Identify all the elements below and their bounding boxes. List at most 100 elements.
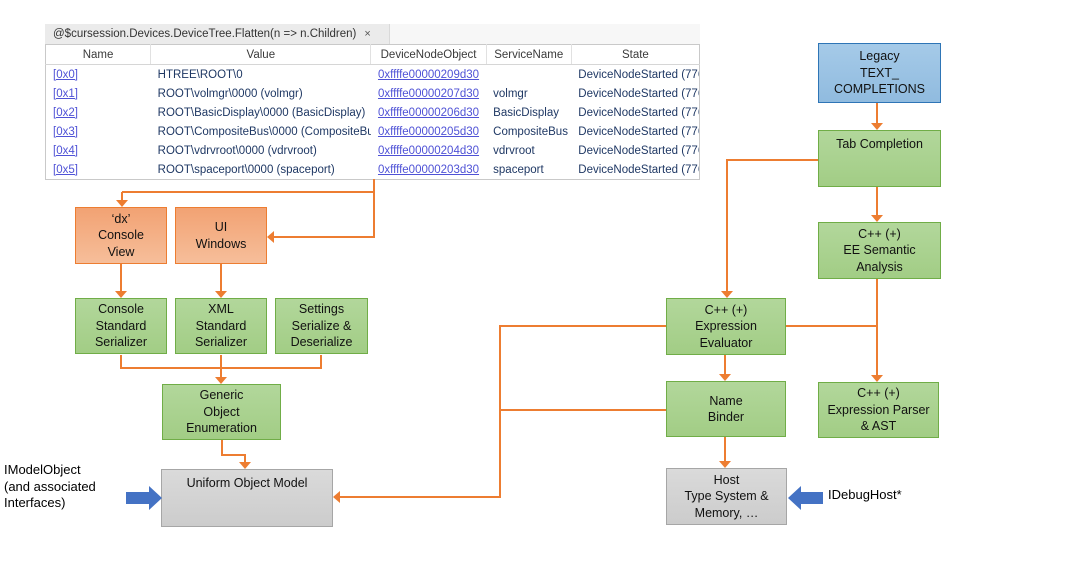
cell-servicename: vdrvroot	[493, 144, 535, 157]
box-label-line: Legacy	[859, 49, 900, 64]
device-node-link[interactable]: 0xffffe00000204d30	[377, 144, 480, 157]
connector-line	[876, 279, 878, 376]
connector-line	[373, 179, 375, 238]
box-label-line: TEXT_	[860, 65, 899, 80]
cell-value: ROOT\volmgr\0000 (volmgr)	[157, 87, 303, 100]
connector-line	[500, 409, 666, 411]
connector-line	[724, 437, 726, 462]
name-link[interactable]: [0x2]	[53, 106, 78, 119]
name-link[interactable]: [0x1]	[53, 87, 78, 100]
box-label-line: Standard	[95, 318, 147, 333]
cell-value: ROOT\vdrvroot\0000 (vdrvroot)	[157, 144, 317, 157]
cell-devicenodeobject: 0xffffe00000205d30	[371, 122, 486, 141]
connector-line	[726, 159, 728, 292]
connector-line	[220, 355, 222, 369]
block-arrow-shaft	[126, 492, 149, 504]
box-label-line: Deserialize	[290, 335, 353, 350]
box-label-line: View	[107, 244, 135, 259]
device-node-link[interactable]: 0xffffe00000207d30	[377, 87, 480, 100]
column-header-devicenodeobject[interactable]: DeviceNodeObject	[370, 44, 487, 65]
diagram-box-tab-completion: Tab Completion	[818, 130, 941, 187]
column-header-value[interactable]: Value	[150, 44, 372, 65]
idebughost-label: IDebugHost*	[828, 487, 902, 502]
box-label-line: Serialize &	[291, 318, 352, 333]
box-label-line: Type System &	[684, 489, 769, 504]
cell-servicename: spaceport	[493, 163, 544, 176]
device-node-link[interactable]: 0xffffe00000203d30	[377, 163, 480, 176]
box-label-line: Host	[713, 472, 740, 487]
connector-arrowhead-icon	[871, 215, 883, 222]
connector-line	[122, 191, 374, 193]
connector-line	[876, 187, 878, 216]
box-label-line: C++ (+)	[857, 386, 900, 401]
connector-arrowhead-icon	[215, 291, 227, 298]
connector-line	[121, 192, 123, 201]
table-row: [0x5]ROOT\spaceport\0000 (spaceport)0xff…	[46, 160, 700, 180]
connector-line	[273, 236, 375, 238]
box-label-line: Settings	[298, 302, 345, 317]
box-label-line: Uniform Object Model	[186, 476, 308, 490]
name-link[interactable]: [0x3]	[53, 125, 78, 138]
box-label-line: Standard	[195, 318, 247, 333]
table-row: [0x2]ROOT\BasicDisplay\0000 (BasicDispla…	[46, 103, 700, 122]
device-node-link[interactable]: 0xffffe00000206d30	[377, 106, 480, 119]
device-node-link[interactable]: 0xffffe00000205d30	[377, 125, 480, 138]
name-link[interactable]: [0x5]	[53, 163, 78, 176]
connector-line	[876, 103, 878, 124]
connector-line	[500, 325, 666, 327]
cell-servicename: BasicDisplay	[493, 106, 559, 119]
cell-servicename: CompositeBus	[493, 125, 568, 138]
column-header-state[interactable]: State	[571, 44, 700, 65]
cell-servicename	[486, 65, 571, 85]
cell-value: HTREE\ROOT\0	[157, 68, 243, 81]
connector-line	[786, 325, 878, 327]
connector-line	[220, 264, 222, 291]
box-label-line: UI	[214, 220, 228, 234]
connector-arrowhead-icon	[115, 291, 127, 298]
connector-line	[221, 454, 246, 456]
column-header-name[interactable]: Name	[45, 44, 152, 65]
box-label-line: & AST	[860, 419, 897, 434]
box-label-line: Serializer	[94, 335, 148, 350]
connector-arrowhead-icon	[719, 461, 731, 468]
device-node-link[interactable]: 0xffffe00000209d30	[377, 68, 480, 81]
column-header-servicename[interactable]: ServiceName	[486, 44, 572, 65]
connector-line	[221, 440, 223, 456]
cell-name: [0x2]	[46, 103, 151, 122]
box-label-line: Enumeration	[186, 421, 257, 436]
imodelobject-block-arrow-icon	[149, 486, 162, 510]
connector-line	[499, 325, 501, 498]
box-label-line: Name	[709, 393, 743, 408]
diagram-box-expr-parser: C++ (+)Expression Parser& AST	[818, 382, 939, 438]
watch-tab[interactable]: @$cursession.Devices.DeviceTree.Flatten(…	[45, 24, 390, 44]
connector-arrowhead-icon	[116, 200, 128, 207]
name-link[interactable]: [0x4]	[53, 144, 78, 157]
name-link[interactable]: [0x0]	[53, 68, 78, 81]
block-arrow-shaft	[801, 492, 823, 504]
cell-devicenodeobject: 0xffffe00000209d30	[371, 65, 486, 85]
cell-devicenodeobject: 0xffffe00000206d30	[371, 103, 486, 122]
box-label-line: Tab Completion	[836, 137, 923, 151]
cell-value: ROOT\CompositeBus\0000 (CompositeBus)	[157, 125, 371, 138]
connector-line	[724, 355, 726, 375]
connector-line	[244, 455, 246, 463]
cell-state: DeviceNodeStarted (776)	[578, 87, 700, 100]
cell-state: DeviceNodeStarted (776)	[578, 106, 700, 119]
cell-devicenodeobject: 0xffffe00000204d30	[371, 141, 486, 160]
tab-close-icon[interactable]: ×	[364, 28, 371, 40]
idebughost-block-arrow-icon	[788, 486, 801, 510]
cell-devicenodeobject: 0xffffe00000207d30	[371, 84, 486, 103]
connector-line	[339, 496, 500, 498]
box-label-line: XML	[208, 302, 234, 317]
box-label-line: Windows	[195, 236, 247, 251]
box-label-line: Analysis	[856, 259, 903, 274]
